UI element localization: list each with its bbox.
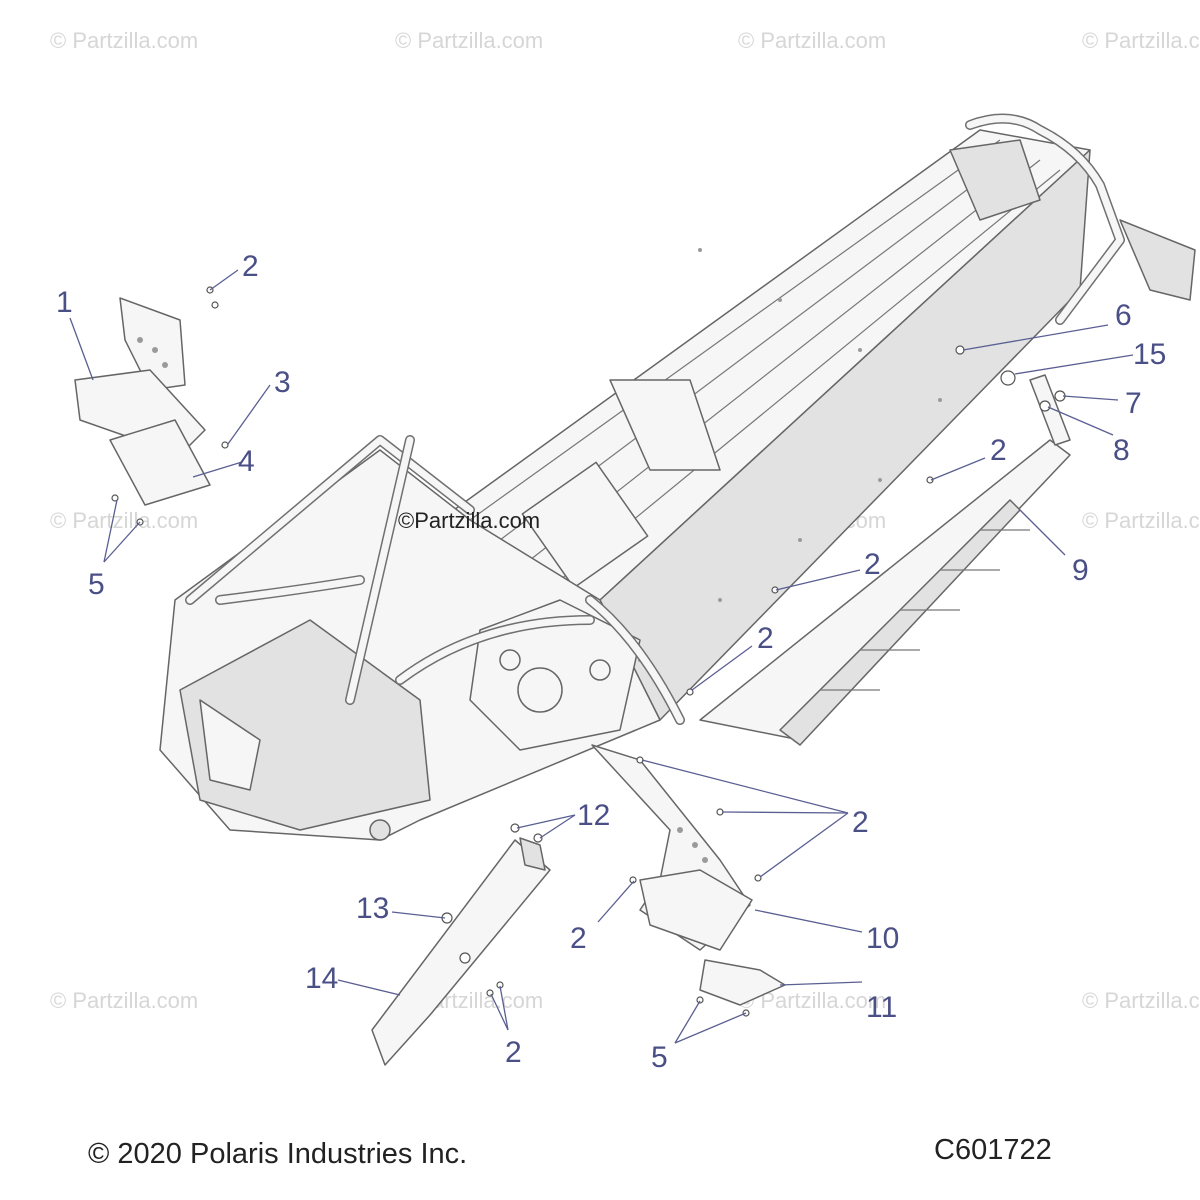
callout-4: 4 xyxy=(238,445,255,478)
watermark-center-text: ©Partzilla.com xyxy=(398,508,540,533)
watermark-text: © Partzilla.com xyxy=(1082,988,1200,1013)
callout-3: 3 xyxy=(274,366,291,399)
callout-12: 12 xyxy=(577,799,610,832)
running-board-drawing xyxy=(699,374,1071,746)
callout-2: 2 xyxy=(242,250,259,283)
callout-2: 2 xyxy=(852,806,869,839)
callout-9: 9 xyxy=(1072,554,1089,587)
callout-2: 2 xyxy=(757,622,774,655)
watermark-text: © Partzilla.com xyxy=(395,28,543,53)
callout-11: 11 xyxy=(866,991,897,1024)
tunnel-assembly-drawing xyxy=(439,113,1196,721)
callout-13: 13 xyxy=(356,892,389,925)
watermark-text: © Partzilla.com xyxy=(50,28,198,53)
watermark-text: © Partzilla.com xyxy=(1082,508,1200,533)
watermark-text: © Partzilla.com xyxy=(738,28,886,53)
callout-2: 2 xyxy=(505,1036,522,1069)
part-10-bracket-drawing xyxy=(591,744,786,1006)
watermark-text: © Partzilla.com xyxy=(50,508,198,533)
diagram-code: C601722 xyxy=(934,1134,1052,1166)
callout-5: 5 xyxy=(651,1041,668,1074)
callout-2: 2 xyxy=(990,434,1007,467)
callout-5: 5 xyxy=(88,568,105,601)
callout-labels: 1 2 3 4 5 6 15 7 8 2 9 2 2 12 2 13 2 10 … xyxy=(56,250,1166,1074)
part-1-bracket-drawing xyxy=(74,297,211,506)
callout-1: 1 xyxy=(56,286,73,319)
leader-lines xyxy=(69,269,1134,1044)
front-chassis-drawing xyxy=(159,435,685,841)
watermark-text: © Partzilla.com xyxy=(1082,28,1200,53)
callout-7: 7 xyxy=(1125,387,1142,420)
callout-10: 10 xyxy=(866,922,899,955)
callout-2: 2 xyxy=(570,922,587,955)
watermark-text: © Partzilla.com xyxy=(50,988,198,1013)
callout-14: 14 xyxy=(305,962,338,995)
copyright-text: © 2020 Polaris Industries Inc. xyxy=(88,1138,468,1170)
callout-15: 15 xyxy=(1133,338,1166,371)
callout-2: 2 xyxy=(864,548,881,581)
callout-8: 8 xyxy=(1113,434,1130,467)
callout-6: 6 xyxy=(1115,299,1132,332)
part-14-guard-drawing xyxy=(371,837,551,1066)
